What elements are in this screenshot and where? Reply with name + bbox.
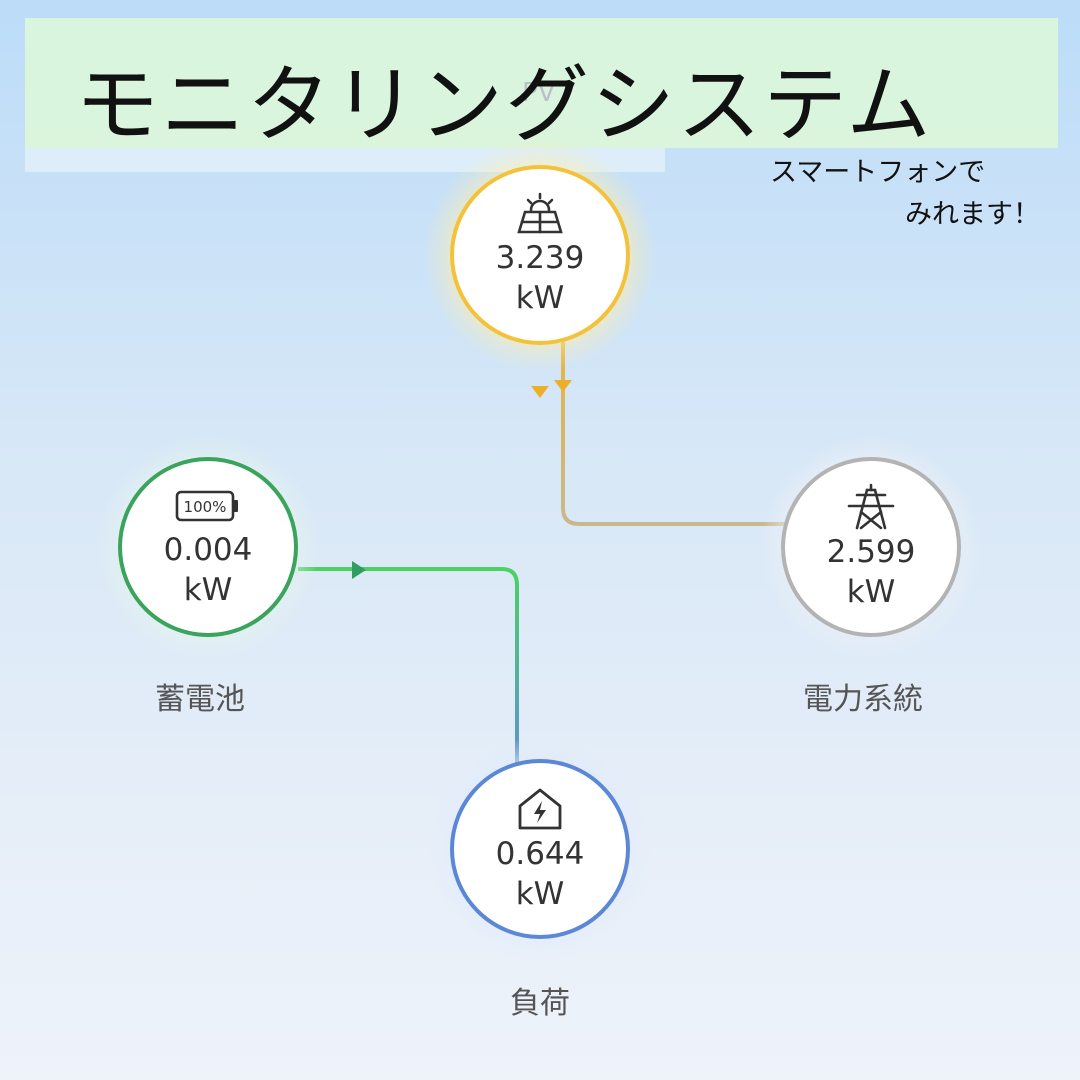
- battery-power-value: 0.004: [163, 532, 253, 568]
- grid-power-unit: kW: [846, 574, 896, 610]
- battery-percent-text: 100%: [184, 498, 227, 516]
- grid-node[interactable]: 2.599 kW: [781, 457, 961, 637]
- battery-power-unit: kW: [183, 572, 233, 608]
- battery-node[interactable]: 100% 0.004 kW: [118, 457, 298, 637]
- load-power-unit: kW: [515, 876, 565, 912]
- subtitle-line-2: みれます！: [905, 199, 1040, 230]
- load-power-value: 0.644: [495, 836, 585, 872]
- grid-label: 電力系統: [803, 682, 923, 717]
- title-banner: [25, 18, 1058, 148]
- flow-arrow-pv-left: [531, 386, 549, 398]
- pv-node[interactable]: 3.239 kW: [450, 165, 630, 345]
- house-lightning-icon: [518, 788, 562, 830]
- battery-label: 蓄電池: [155, 682, 245, 717]
- flow-arrow-pv-right: [554, 380, 572, 392]
- battery-icon: 100%: [175, 490, 238, 522]
- flow-arrow-battery: [352, 561, 366, 579]
- page-title: モニタリングシステム: [75, 56, 933, 154]
- subtitle-line-1: スマートフォンで: [770, 157, 986, 188]
- load-label: 負荷: [510, 986, 570, 1021]
- pv-label: PV: [522, 78, 556, 108]
- load-node[interactable]: 0.644 kW: [450, 759, 630, 939]
- power-tower-icon: [847, 483, 895, 530]
- flow-line-battery-to-load: [298, 567, 519, 770]
- pv-power-unit: kW: [515, 280, 565, 316]
- pv-power-value: 3.239: [495, 240, 585, 276]
- flow-line-pv-to-grid: [561, 320, 785, 526]
- grid-power-value: 2.599: [826, 534, 916, 570]
- solar-panel-icon: [517, 192, 563, 234]
